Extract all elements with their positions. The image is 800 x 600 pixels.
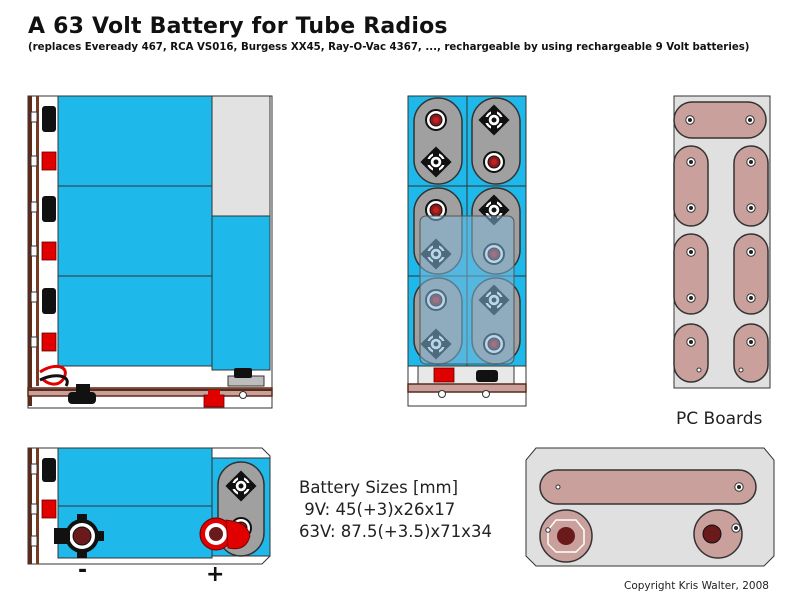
negative-terminal-label: - bbox=[78, 558, 88, 583]
battery-size-63v: 63V: 87.5(+3.5)x71x34 bbox=[299, 522, 492, 541]
pc-board-bottom bbox=[525, 447, 775, 567]
battery-sizes-heading: Battery Sizes [mm] bbox=[299, 478, 459, 497]
positive-terminal-label: + bbox=[206, 562, 225, 587]
side-view-battery bbox=[27, 95, 273, 409]
copyright-text: Copyright Kris Walter, 2008 bbox=[624, 580, 769, 592]
page-title: A 63 Volt Battery for Tube Radios bbox=[28, 14, 448, 39]
page-subtitle: (replaces Eveready 467, RCA VS016, Burge… bbox=[28, 42, 750, 53]
pc-boards-label: PC Boards bbox=[676, 409, 763, 429]
top-view-battery bbox=[407, 95, 527, 407]
end-view-battery bbox=[27, 447, 271, 565]
pc-board-top bbox=[673, 95, 771, 389]
battery-sizes: Battery Sizes [mm] 9V: 45(+3)x26x17 63V:… bbox=[299, 477, 492, 543]
battery-size-9v: 9V: 45(+3)x26x17 bbox=[299, 500, 456, 519]
